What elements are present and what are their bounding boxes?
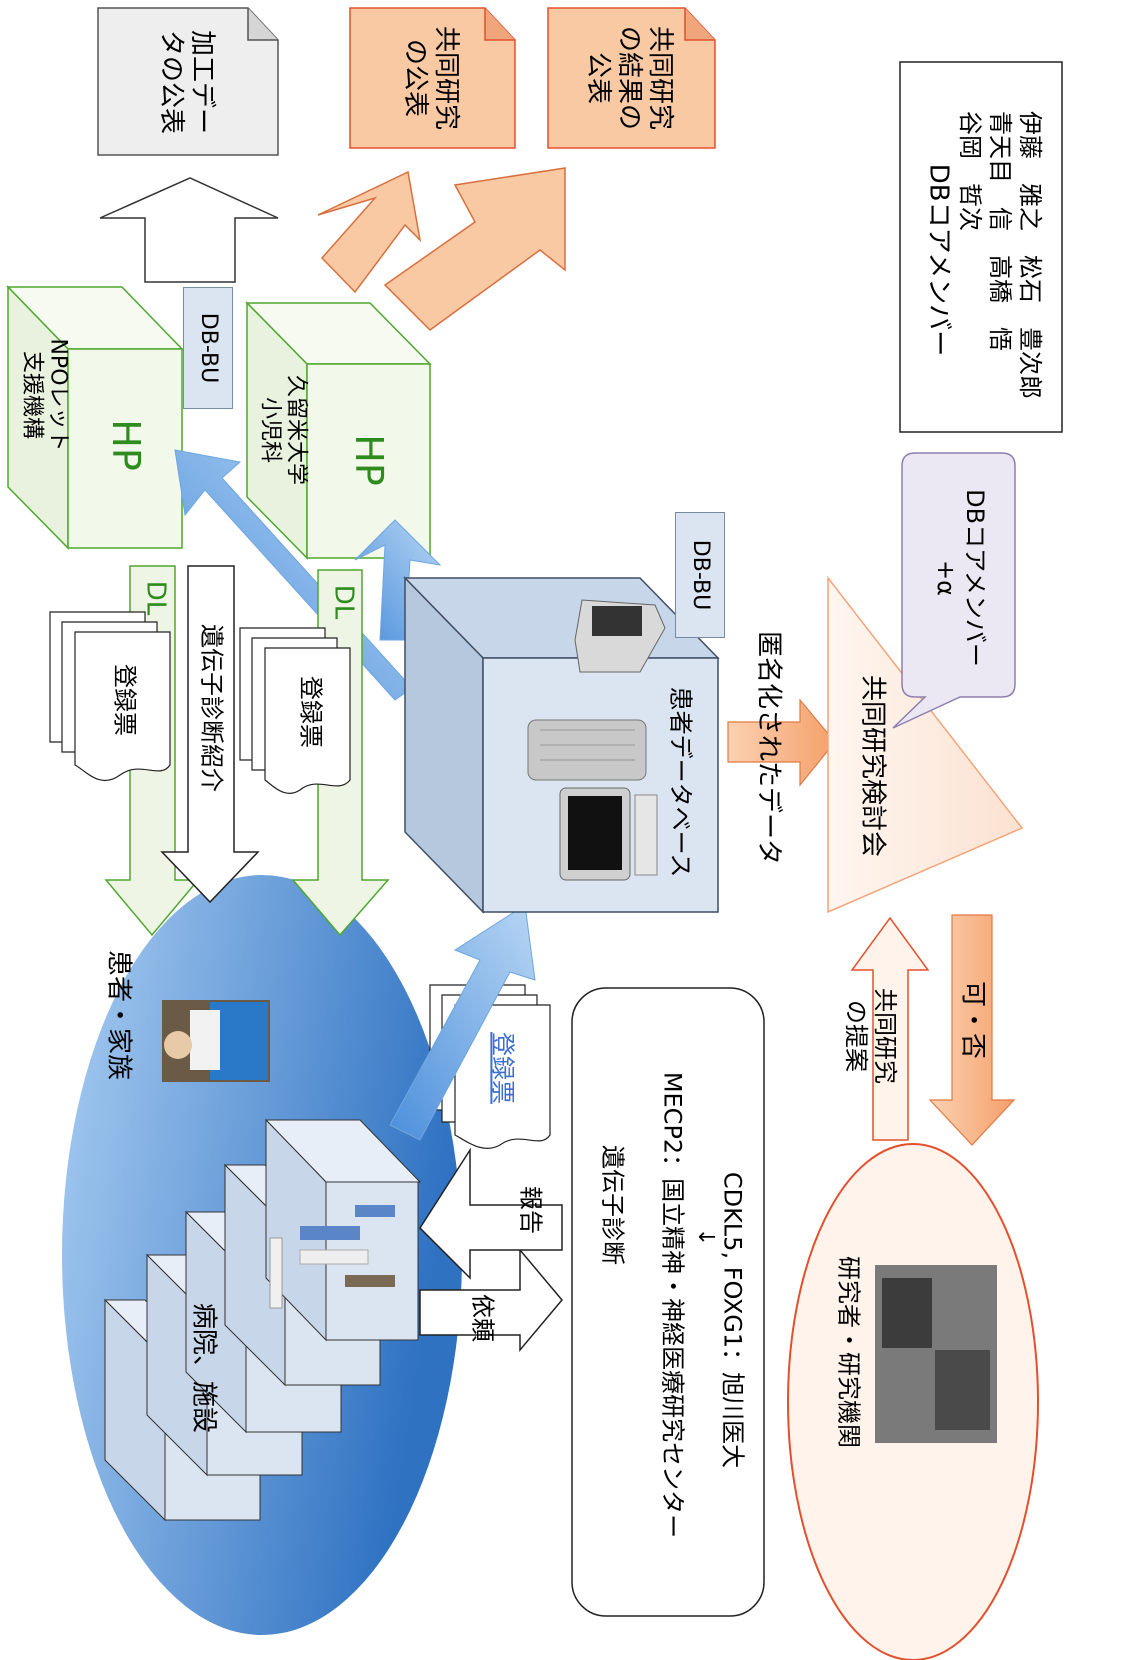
core-members-title: DBコアメンバー [923,163,954,357]
anonymized-label: 匿名化されたデータ [753,630,784,866]
doc-processed-data [97,7,279,156]
registration-stack-1 [49,611,171,782]
joint-research-label: 共同研究 の公表 [400,25,462,131]
arrow-orange-1 [317,170,422,294]
proposal-label: 共同研究 の提案 [842,988,899,1084]
registration-label-1: 登録票 [110,664,139,736]
report-label: 報告 [516,1186,545,1234]
genetic-diagnosis-line2: CDKL5, FOXG1：旭川医大 [718,1171,747,1469]
core-members-box [899,61,1063,433]
arrow-report [419,1147,563,1280]
dl-label-2: DL [328,584,359,620]
joint-meeting-label: 共同研究検討会 [857,674,888,858]
researchers-label: 研究者・研究機関 [834,1256,863,1448]
arrow-anonymized [727,698,836,787]
kurume-hp: HP [346,434,391,486]
genetic-diagnosis-arrow: ↓ [693,1227,719,1247]
db-bu-label-2: DB-BU [688,539,714,611]
core-members-alpha-callout [892,452,1016,729]
npo-title: NPOレット 支援機構 [19,338,71,452]
arrow-up-white [99,177,279,283]
npo-hp: HP [103,419,148,471]
doctors-image [269,1205,395,1309]
doc-joint-results [547,7,716,149]
hospitals-label: 病院、施設 [188,1302,219,1434]
genetic-referral-label: 遺伝子診断紹介 [197,624,226,792]
kurume-title: 久留米大学 小児科 [257,374,309,486]
db-bu-tag-2 [675,512,725,638]
genetic-diagnosis-title: 遺伝子診断 [598,1145,627,1265]
genetic-diagnosis-box [571,987,765,1617]
arrow-genetic-referral [160,565,260,904]
core-members-alpha-label: DBコアメンバー +α [932,489,989,667]
request-label: 依頼 [468,1294,497,1342]
doc-joint-research [349,7,516,149]
server-image [527,719,647,781]
patients-family-label: 患者・家族 [103,949,134,1081]
yes-no-label: 可・否 [957,980,988,1060]
dl-label-1: DL [140,580,171,616]
processed-data-label: 加工デー タの公表 [156,29,218,135]
genetic-diagnosis-line1: MECP2：国立精神・神経医療研究センター [658,1071,687,1539]
arrow-blue-to-db [389,904,536,1141]
patient-db-label: 患者データベース [666,686,695,878]
npo-cube [67,348,183,549]
arrow-yes-no [928,914,1016,1146]
computer-image [559,787,658,881]
arrow-orange-2 [383,167,566,331]
registration-label-3: 登録票 [488,1032,517,1104]
core-members-names: 伊藤 雅之 松石 豊次郎 青天目 信 高橋 悟 谷岡 哲次 [956,111,1044,399]
joint-results-label: 共同研究 の結果の 公表 [582,25,675,131]
registration-label-2: 登録票 [296,676,325,748]
arrow-proposal [850,916,930,1141]
registration-stack-2 [239,627,351,794]
kurume-cube [306,363,431,559]
patient-photo [162,1000,270,1082]
db-bu-label-1: DB-BU [196,312,222,384]
db-bu-tag-1 [183,287,233,409]
arrow-request [419,1247,563,1353]
scanner-image [574,599,666,673]
